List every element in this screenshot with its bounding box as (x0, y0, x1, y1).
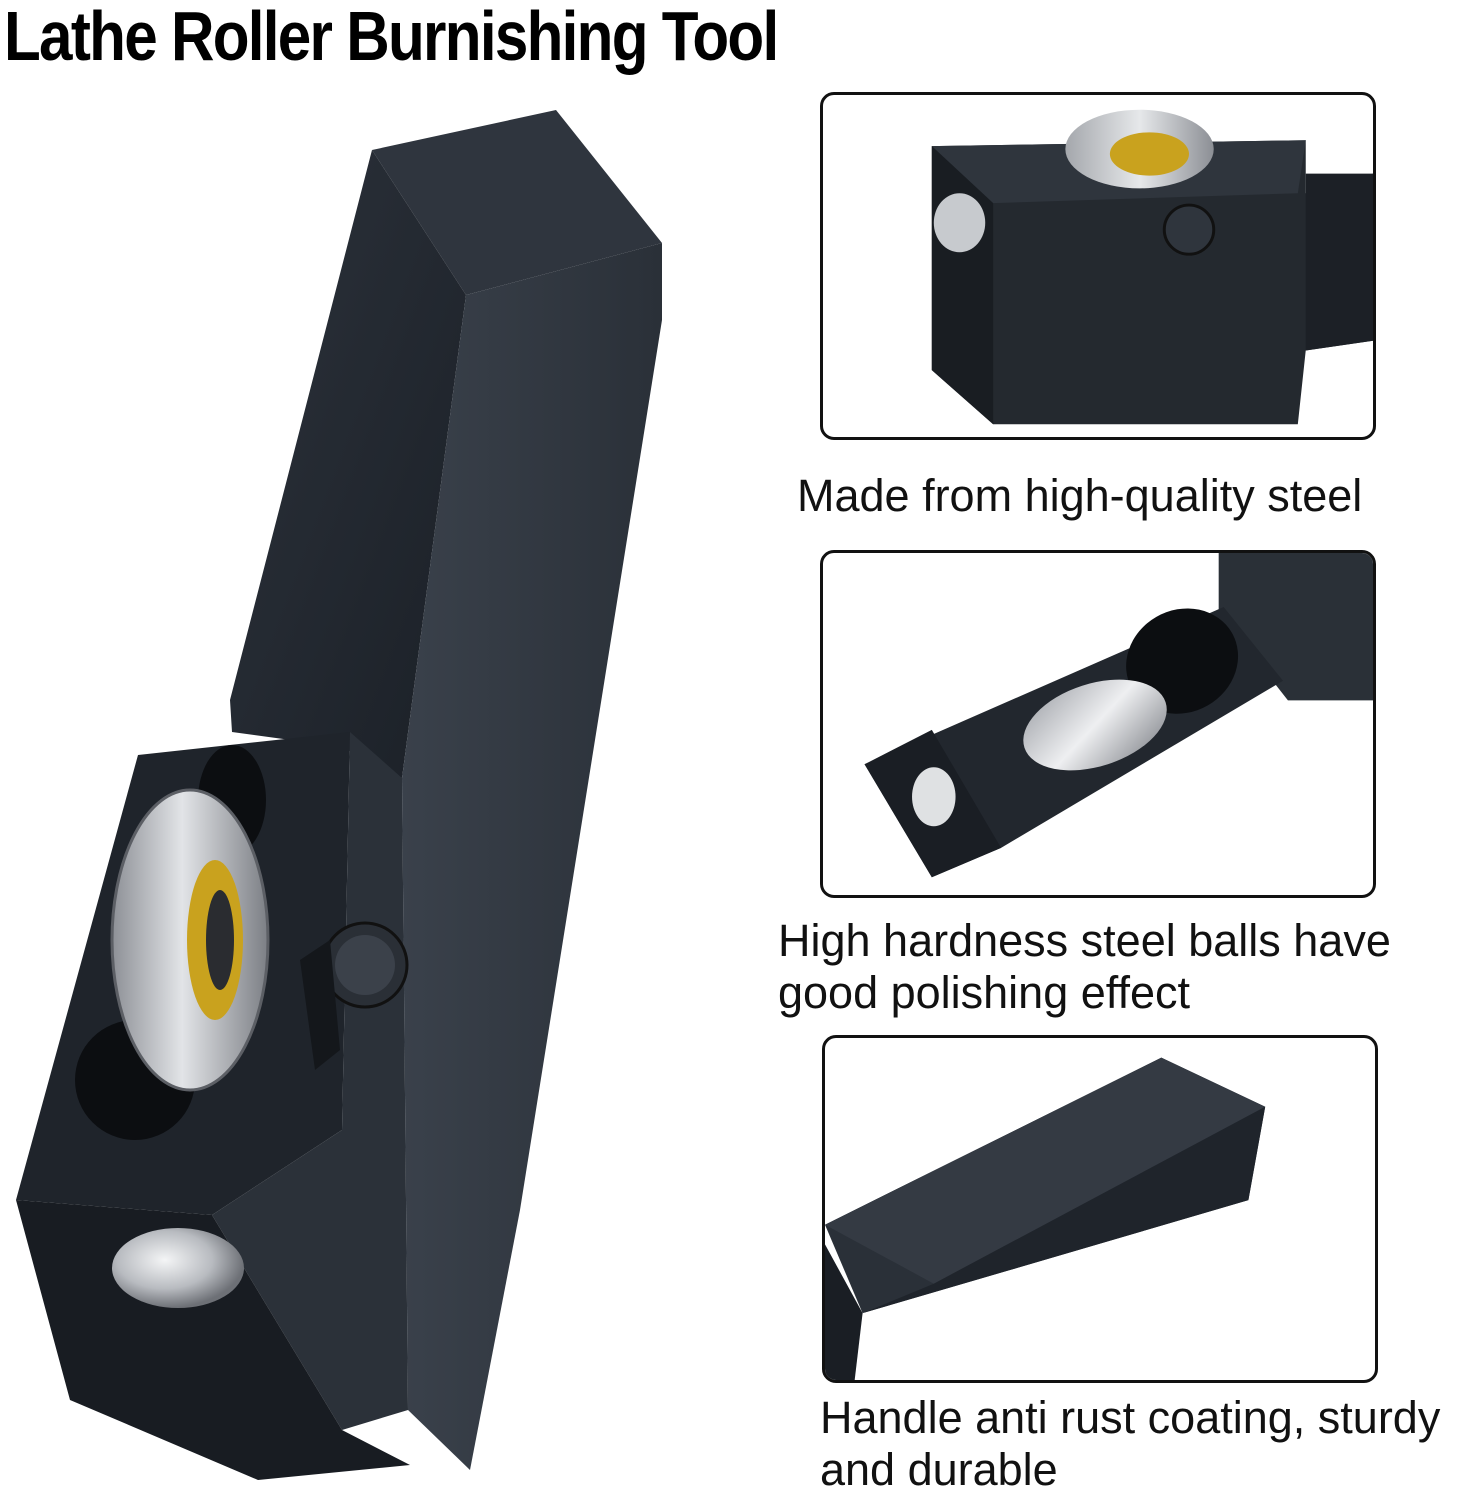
head-block-side (212, 732, 408, 1430)
shank-side-face (402, 243, 662, 1470)
feature-caption-2: High hardness steel balls have good poli… (778, 915, 1391, 1018)
shank-front-face (230, 150, 466, 778)
page-title: Lathe Roller Burnishing Tool (4, 0, 779, 75)
feature-image-1 (820, 92, 1376, 440)
feature-caption-3: Handle anti rust coating, sturdy and dur… (820, 1392, 1441, 1495)
feature-image-2 (820, 550, 1376, 898)
main-product-image (0, 100, 700, 1500)
feature-image-3 (822, 1035, 1378, 1383)
burnishing-ball (112, 1228, 244, 1308)
feature-caption-1: Made from high-quality steel (797, 470, 1363, 521)
shank-top-face (372, 110, 662, 295)
